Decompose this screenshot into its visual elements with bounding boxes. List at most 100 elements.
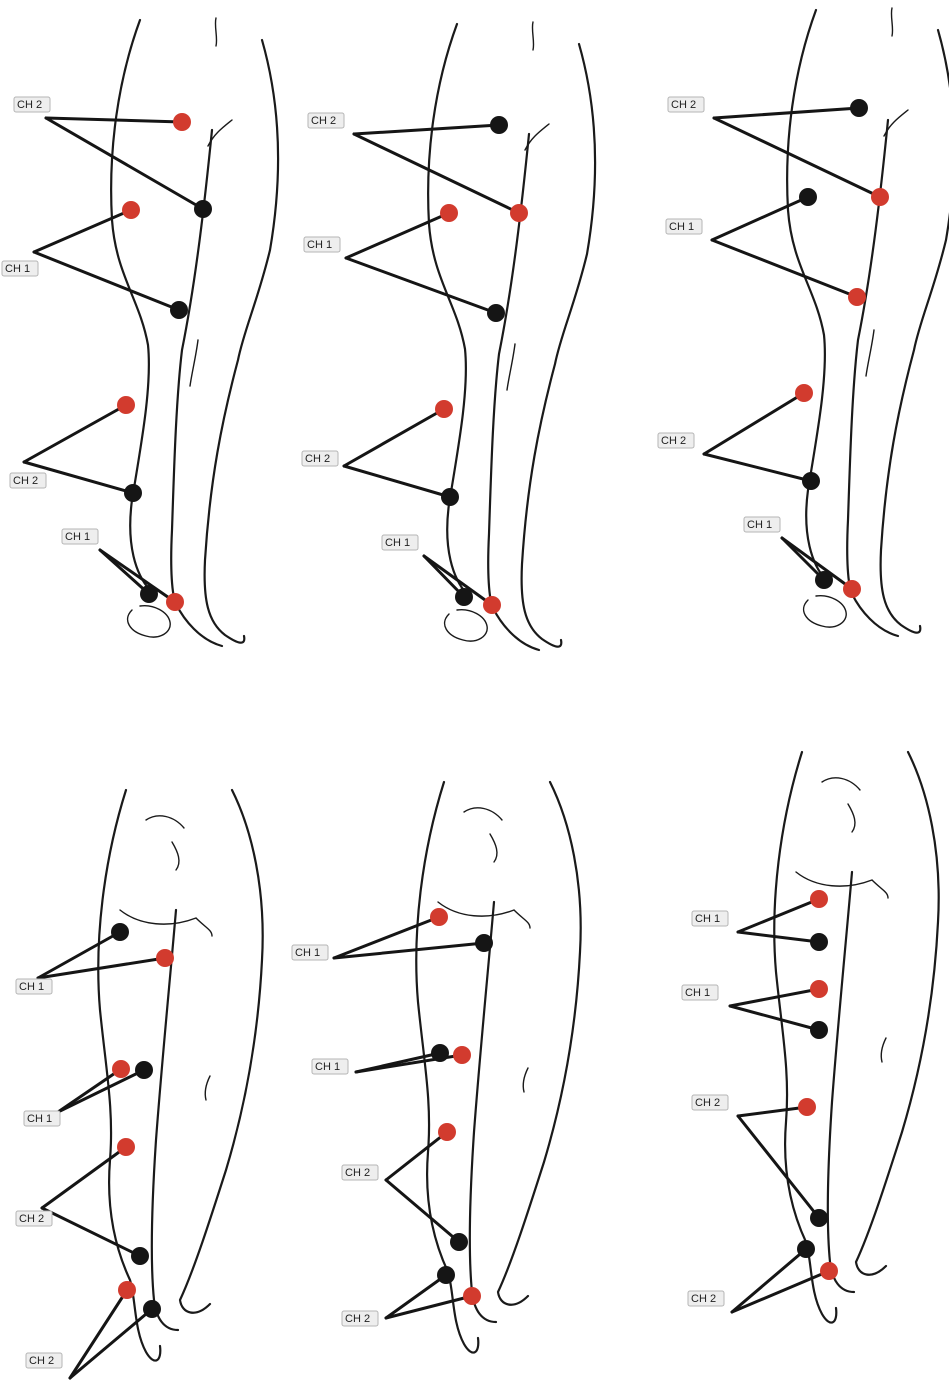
lead-line [70,1290,127,1378]
negative-electrode [135,1061,153,1079]
leg-outline-back-3 [774,752,938,1323]
channel-label: CH 1 [312,1059,348,1074]
channel-label: CH 2 [14,97,50,112]
lead-line [386,1180,459,1242]
lead-line [344,409,444,466]
electrode-pair: CH 1 [292,908,493,960]
negative-electrode [475,934,493,952]
negative-electrode [450,1233,468,1251]
positive-electrode [483,596,501,614]
channel-label: CH 1 [24,1111,60,1126]
channel-label: CH 2 [26,1353,62,1368]
electrode-pair: CH 1 [312,1044,471,1074]
channel-label: CH 2 [668,97,704,112]
positive-electrode [810,980,828,998]
positive-electrode [112,1060,130,1078]
electrode-pair: CH 1 [666,188,866,306]
lead-line [738,932,819,942]
channel-label-text: CH 2 [311,115,336,127]
lead-line [712,197,808,240]
electrode-pair: CH 2 [302,400,459,506]
electrode-pair: CH 2 [342,1123,468,1251]
channel-label: CH 1 [682,985,718,1000]
channel-label-text: CH 2 [19,1213,44,1225]
lead-line [354,125,499,134]
negative-electrode [437,1266,455,1284]
negative-electrode [810,933,828,951]
channel-label: CH 2 [308,113,344,128]
electrode-pair: CH 1 [24,1060,153,1126]
lead-line [354,134,519,213]
channel-label-text: CH 2 [13,475,38,487]
electrode-pair: CH 2 [26,1281,161,1378]
leg-outline-front-2 [428,22,595,650]
negative-electrode [487,304,505,322]
negative-electrode [455,588,473,606]
channel-label: CH 1 [692,911,728,926]
negative-electrode [143,1300,161,1318]
negative-electrode [124,484,142,502]
negative-electrode [131,1247,149,1265]
panel-back-6: CH 1 CH 1 CH 2 CH 2 [682,890,838,1312]
channel-label-text: CH 2 [695,1097,720,1109]
lead-line [42,1208,140,1256]
channel-label: CH 2 [16,1211,52,1226]
electrode-pair: CH 2 [342,1266,481,1326]
electrode-pair: CH 2 [308,113,528,222]
channel-label-text: CH 1 [669,221,694,233]
channel-label-text: CH 1 [385,537,410,549]
negative-electrode [850,99,868,117]
lead-line [346,258,496,313]
positive-electrode [510,204,528,222]
electrode-pair: CH 2 [16,1138,149,1265]
channel-label: CH 2 [342,1311,378,1326]
positive-electrode [173,113,191,131]
channel-label-text: CH 1 [27,1113,52,1125]
positive-electrode [118,1281,136,1299]
channel-label-text: CH 1 [5,263,30,275]
channel-label-text: CH 2 [671,99,696,111]
positive-electrode [463,1287,481,1305]
channel-label: CH 1 [666,219,702,234]
negative-electrode [140,585,158,603]
negative-electrode [810,1209,828,1227]
positive-electrode [843,580,861,598]
positive-electrode [430,908,448,926]
positive-electrode [810,890,828,908]
positive-electrode [438,1123,456,1141]
electrode-pair: CH 1 [2,201,188,319]
lead-line [738,1116,819,1218]
channel-label: CH 1 [382,535,418,550]
positive-electrode [166,593,184,611]
lead-line [70,1309,152,1378]
lead-line [344,466,450,497]
lead-line [46,118,182,122]
lead-line [46,118,203,209]
channel-label: CH 1 [62,529,98,544]
electrode-pair: CH 1 [16,923,174,994]
negative-electrode [111,923,129,941]
channel-label-text: CH 1 [315,1061,340,1073]
channel-label: CH 1 [304,237,340,252]
leg-outline-front-1 [111,18,278,646]
positive-electrode [122,201,140,219]
lead-line [714,108,859,118]
channel-label: CH 2 [658,433,694,448]
positive-electrode [871,188,889,206]
electrode-pair: CH 2 [688,1240,838,1312]
lead-line [704,454,811,481]
channel-label-text: CH 2 [345,1313,370,1325]
channel-label-text: CH 2 [661,435,686,447]
channel-label-text: CH 1 [307,239,332,251]
positive-electrode [117,1138,135,1156]
panel-back-5: CH 1 CH 1 CH 2 CH 2 [292,908,493,1326]
channel-label-text: CH 2 [17,99,42,111]
electrode-pair: CH 2 [10,396,142,502]
negative-electrode [170,301,188,319]
negative-electrode [194,200,212,218]
channel-label: CH 1 [2,261,38,276]
lead-line [42,1147,126,1208]
electrode-pair: CH 1 [62,529,184,611]
electrode-pair: CH 2 [658,384,820,490]
